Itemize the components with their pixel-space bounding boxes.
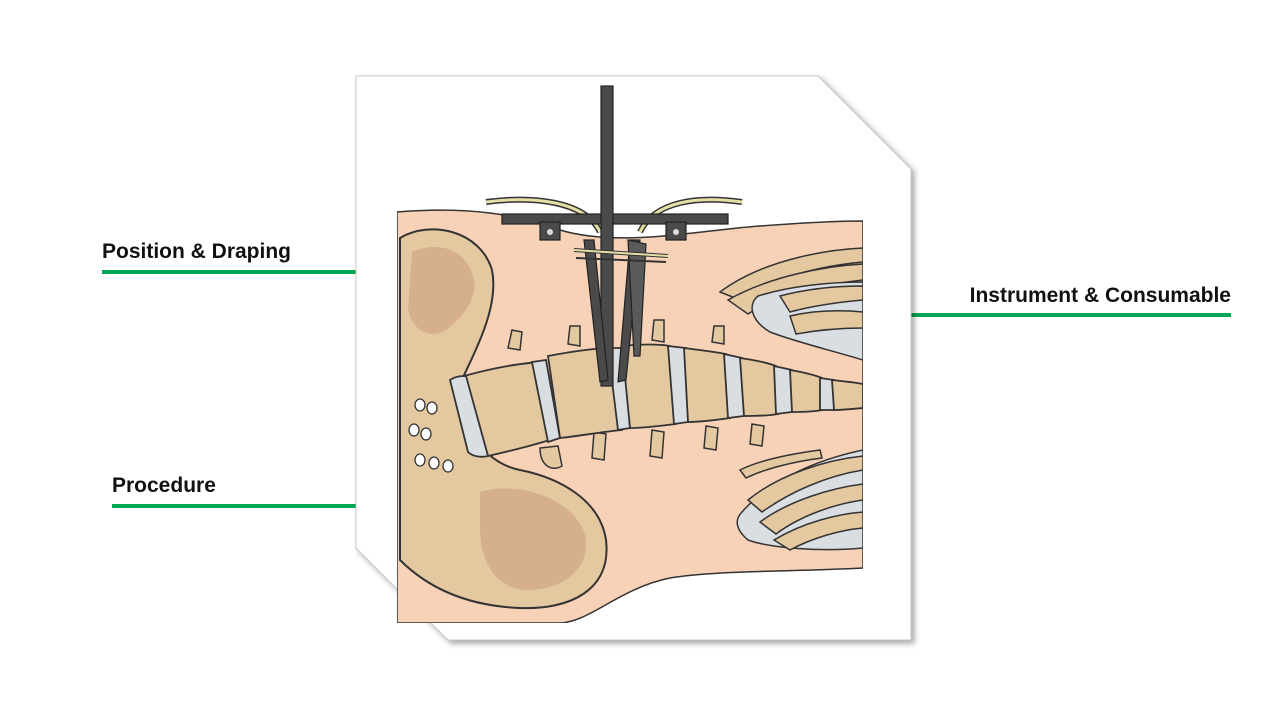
spine-surgery-illustration	[355, 75, 912, 641]
callout-instrument-consumable-line	[870, 313, 1231, 317]
callout-position-draping[interactable]: Position & Draping	[102, 238, 378, 278]
callout-position-draping-line	[102, 270, 378, 274]
callout-procedure-line	[112, 504, 378, 508]
callout-instrument-consumable[interactable]: Instrument & Consumable	[870, 282, 1231, 322]
callout-procedure[interactable]: Procedure	[112, 472, 378, 512]
callout-procedure-label: Procedure	[112, 474, 216, 497]
callout-instrument-consumable-label: Instrument & Consumable	[969, 284, 1231, 307]
callout-position-draping-label: Position & Draping	[102, 240, 291, 263]
retractor-instrument	[485, 85, 743, 387]
